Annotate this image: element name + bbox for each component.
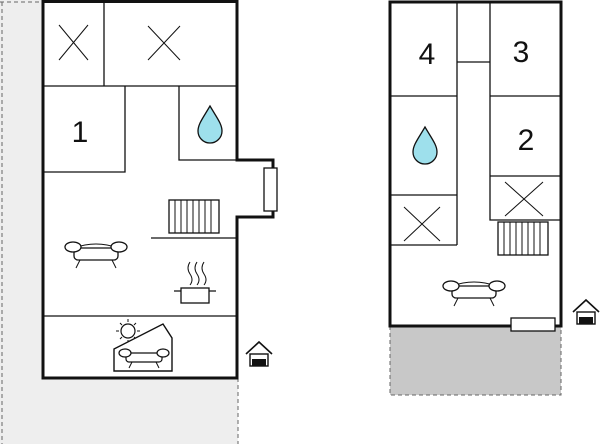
right-unit-walls — [388, 0, 563, 328]
water-drop-icon — [197, 104, 223, 144]
left-outdoor-area — [0, 0, 239, 444]
entrance-house-icon — [245, 340, 273, 367]
cross-icon — [403, 206, 441, 242]
right-terrace — [389, 326, 562, 396]
cooking-pot-icon — [174, 261, 216, 304]
room-label-3: 3 — [513, 36, 530, 69]
cross-icon — [58, 24, 89, 61]
cross-icon — [147, 25, 181, 61]
sofa-icon — [64, 241, 128, 269]
radiator-icon — [497, 221, 549, 256]
sun-lounge-icon — [113, 319, 173, 372]
radiator-icon — [168, 199, 220, 234]
left-unit-walls — [41, 0, 275, 380]
sofa-icon — [442, 280, 506, 307]
cross-icon — [504, 181, 544, 217]
room-label-4: 4 — [419, 38, 436, 71]
entrance-house-icon — [572, 298, 600, 325]
window-icon — [510, 317, 556, 332]
room-label-2: 2 — [518, 124, 535, 157]
window-icon — [263, 167, 278, 212]
room-label-1: 1 — [72, 116, 89, 149]
water-drop-icon — [412, 125, 438, 165]
